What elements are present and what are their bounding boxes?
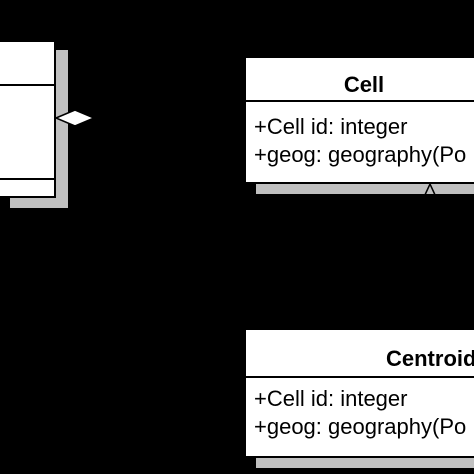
cell-attr-id: +Cell id: integer (254, 114, 408, 139)
centroid-class-divider (246, 376, 474, 378)
centroid-attr-geog: +geog: geography(Po (254, 414, 467, 439)
centroid-class-name: Centroid (386, 346, 474, 371)
left-class-divider-2 (0, 178, 54, 180)
cell-class-divider (246, 100, 474, 102)
cell-class-box: Cell +Cell id: integer +geog: geography(… (244, 56, 474, 184)
cell-attr-geog: +geog: geography(Po (254, 142, 467, 167)
centroid-attr-id: +Cell id: integer (254, 386, 408, 411)
cell-class-name: Cell (343, 72, 385, 97)
aggregation-diamond-icon (54, 109, 96, 127)
centroid-class-box: Centroid +Cell id: integer +geog: geogra… (244, 328, 474, 458)
generalization-arrow-icon (423, 182, 437, 198)
left-class-box (0, 40, 56, 198)
left-class-divider-1 (0, 84, 54, 86)
